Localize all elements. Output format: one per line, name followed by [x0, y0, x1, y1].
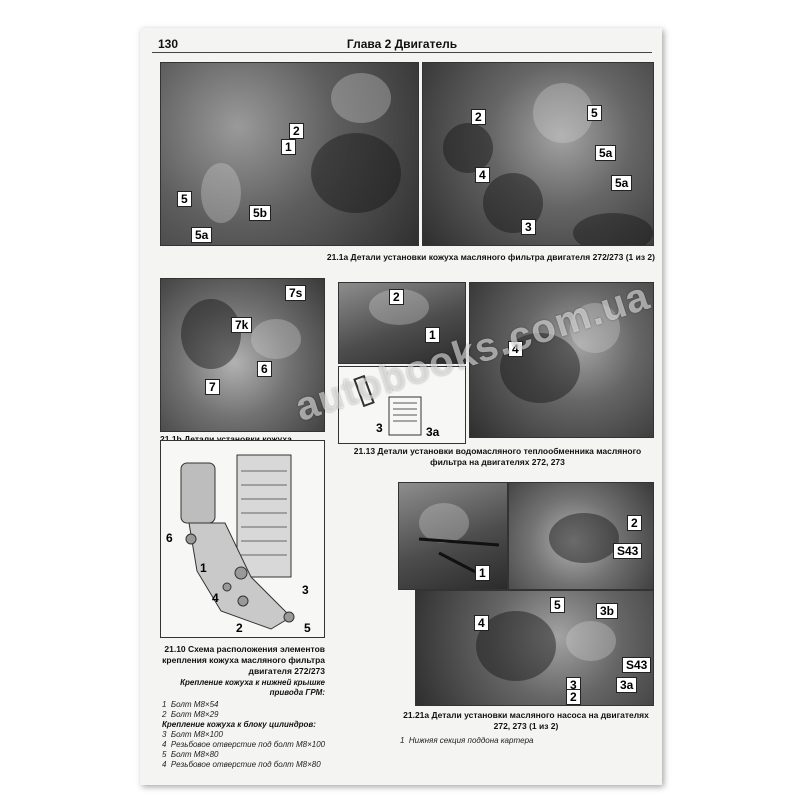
- caption-2113: 21.13 Детали установки водомасляного теп…: [353, 446, 642, 467]
- photo-2121a-top-left: 1: [398, 482, 508, 590]
- label-2: 2: [389, 289, 404, 305]
- caption-2110: 21.10 Схема расположения элементов крепл…: [162, 644, 325, 676]
- book-page: 130 Глава 2 Двигатель 2 1 5 5b 5a 2 5 5a…: [140, 28, 662, 785]
- chapter-title: Глава 2 Двигатель: [346, 37, 458, 51]
- legend-2110-heading-2: Крепление кожуха к блоку цилиндров:: [162, 720, 316, 729]
- label-1: 1: [281, 139, 296, 155]
- label-5: 5: [587, 105, 602, 121]
- label-7s: 7s: [285, 285, 307, 301]
- label-1: 1: [200, 561, 207, 575]
- legend-2110-item: 4 Резьбовое отверстие под болт М8×100: [162, 740, 327, 750]
- photo-2111a-right: 2 5 5a 4 5a 3: [422, 62, 654, 246]
- legend-text: Нижняя секция поддона картера: [408, 736, 534, 745]
- pointer-arrow: [418, 537, 500, 581]
- label-S43: S43: [613, 543, 643, 559]
- page-number: 130: [158, 37, 179, 51]
- photo-2113-main: 4: [469, 282, 654, 438]
- label-3a: 3a: [426, 425, 440, 439]
- label-1: 1: [475, 565, 490, 581]
- label-5a: 5a: [595, 145, 617, 161]
- legend-text: Резьбовое отверстие под болт М8×80: [170, 760, 321, 769]
- legend-2110-item: 2 Болт М8×29: [162, 710, 327, 720]
- label-4: 4: [475, 167, 490, 183]
- label-7: 7: [205, 379, 220, 395]
- label-4: 4: [508, 341, 523, 357]
- drawing-2110: 6 1 3 4 2 5: [160, 440, 325, 638]
- legend-text: Болт М8×29: [170, 710, 219, 719]
- legend-text: Резьбовое отверстие под болт М8×100: [170, 740, 326, 749]
- label-1: 1: [425, 327, 440, 343]
- label-4: 4: [212, 591, 219, 605]
- legend-num: 4: [162, 740, 167, 749]
- legend-2110-item: 5 Болт М8×80: [162, 750, 327, 760]
- label-7k: 7k: [231, 317, 253, 333]
- page-header: 130 Глава 2 Двигатель: [152, 36, 652, 53]
- label-5b: 5b: [249, 205, 272, 221]
- legend-num: 4: [162, 760, 167, 769]
- label-3: 3: [302, 583, 309, 597]
- legend-2121a-item: 1 Нижняя секция поддона картера: [400, 736, 656, 746]
- legend-num: 3: [162, 730, 167, 739]
- label-3a: 3a: [616, 677, 638, 693]
- label-2: 2: [289, 123, 304, 139]
- legend-num: 1: [162, 700, 167, 709]
- legend-text: Болт М8×100: [170, 730, 223, 739]
- label-5a: 5a: [611, 175, 633, 191]
- photo-2113-top: 2 1: [338, 282, 466, 364]
- label-3: 3: [521, 219, 536, 235]
- legend-num: 2: [162, 710, 167, 719]
- legend-text: Болт М8×54: [170, 700, 219, 709]
- legend-text: Болт М8×80: [170, 750, 219, 759]
- diagram-2113: 3 3a: [338, 366, 466, 444]
- legend-2110-item: 4 Резьбовое отверстие под болт М8×80: [162, 760, 327, 770]
- legend-num: 1: [400, 736, 405, 745]
- photo-2111a-left: 2 1 5 5b 5a: [160, 62, 419, 246]
- photo-2121a-top-right: 2 S43: [508, 482, 654, 590]
- label-5a: 5a: [191, 227, 213, 243]
- legend-2110-item: 1 Болт М8×54: [162, 700, 327, 710]
- label-3b: 3b: [596, 603, 619, 619]
- caption-2121a: 21.21a Детали установки масляного насоса…: [403, 710, 649, 731]
- label-2: 2: [471, 109, 486, 125]
- label-5: 5: [304, 621, 311, 635]
- caption-2111a: 21.1a Детали установки кожуха масляного …: [326, 252, 655, 262]
- label-2: 2: [566, 689, 581, 705]
- label-4: 4: [474, 615, 489, 631]
- label-6: 6: [166, 531, 173, 545]
- photo-2111b: 7s 7k 6 7: [160, 278, 325, 432]
- legend-2110-item: 3 Болт М8×100: [162, 730, 327, 740]
- label-6: 6: [257, 361, 272, 377]
- label-2: 2: [627, 515, 642, 531]
- label-5: 5: [550, 597, 565, 613]
- label-5: 5: [177, 191, 192, 207]
- legend-2110-heading-1: Крепление кожуха к нижней крышке привода…: [180, 678, 325, 697]
- heat-exchanger-drawing: [353, 374, 422, 436]
- label-S43: S43: [622, 657, 652, 673]
- label-3: 3: [376, 421, 383, 435]
- photo-2121a-bottom: 5 3b 4 S43 3 3a 2: [415, 590, 654, 706]
- oil-filter-housing-drawing: [180, 454, 295, 630]
- legend-num: 5: [162, 750, 167, 759]
- label-2: 2: [236, 621, 243, 635]
